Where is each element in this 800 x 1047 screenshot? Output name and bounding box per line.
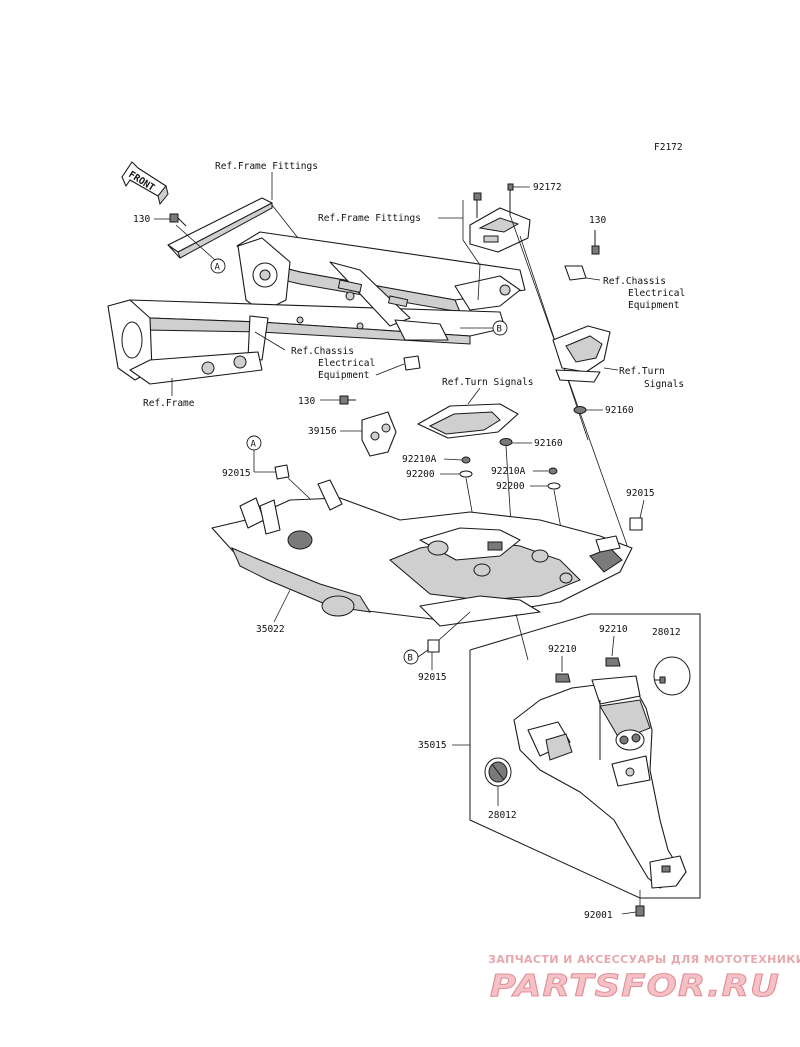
leader-long-right-2 — [519, 235, 589, 441]
watermark-tagline: ЗАПЧАСТИ И АКСЕССУАРЫ ДЛЯ МОТОТЕХНИКИ — [488, 953, 800, 966]
ref-chassis-right-2: Electrical — [628, 288, 685, 299]
bracket-39156 — [361, 411, 397, 457]
turn-signal-center — [417, 403, 519, 439]
callout-b-top: B — [492, 320, 508, 336]
front-arrow-icon: FRONT — [121, 161, 169, 206]
grommet-92015-bottom-icon — [427, 639, 440, 653]
ref-turn-right-1: Ref.Turn — [619, 366, 665, 377]
nut-92210-left-icon — [555, 673, 571, 683]
part-130-right: 130 — [589, 215, 606, 226]
leader-chassis-left — [254, 331, 286, 351]
leader-turn-right — [603, 367, 619, 371]
ref-frame-fittings-right: Ref.Frame Fittings — [318, 213, 421, 224]
nut-92210a-right-icon — [548, 467, 558, 475]
nut-92160-center-icon — [499, 438, 513, 446]
bolt-130-right-icon — [591, 230, 600, 255]
callout-a-left: A — [246, 435, 262, 451]
part-92001: 92001 — [584, 910, 613, 921]
rear-fender-35015 — [513, 675, 687, 889]
rear-subframe — [107, 231, 526, 385]
svg-text:A: A — [215, 263, 221, 273]
part-92210-right: 92210 — [599, 624, 628, 635]
washer-92200-left-icon — [459, 470, 473, 478]
leader-35022 — [273, 589, 291, 623]
nut-92210a-left-icon — [461, 456, 471, 464]
inner-rear-fender-35022 — [211, 479, 633, 627]
bolt-92001-icon — [635, 905, 645, 917]
grommet-92015-left-icon — [274, 464, 290, 480]
leader-into-group — [515, 613, 529, 661]
part-130-left: 130 — [133, 214, 150, 225]
part-92210a-left: 92210A — [402, 454, 437, 465]
part-92210a-right: 92210A — [491, 466, 526, 477]
rear-fitting-bracket — [469, 207, 531, 253]
leader-92210-right — [611, 635, 615, 657]
part-92015-bottom: 92015 — [418, 672, 447, 683]
leader-frame-fittings-right-2 — [462, 239, 481, 301]
screw-92172-icon — [507, 183, 530, 215]
connector-clip-center — [403, 355, 421, 371]
group-frame-35015 — [469, 613, 701, 899]
leader-92015-bottom-up — [438, 611, 471, 641]
svg-text:B: B — [408, 654, 413, 664]
leader-chassis-right — [585, 277, 601, 281]
part-92200-left: 92200 — [406, 469, 435, 480]
callout-a-top: A — [210, 258, 226, 274]
rear-bracket-plate — [167, 197, 273, 259]
svg-text:A: A — [251, 440, 257, 450]
part-28012-right: 28012 — [652, 627, 681, 638]
leader-92001 — [621, 911, 637, 915]
leader-92015-right — [639, 499, 645, 519]
part-35022: 35022 — [256, 624, 285, 635]
grommet-92015-right-icon — [629, 517, 643, 531]
part-92015-left: 92015 — [222, 468, 251, 479]
bolt-130-bottom-icon — [320, 395, 356, 405]
ref-chassis-left-1: Ref.Chassis — [291, 346, 354, 357]
ref-chassis-right-1: Ref.Chassis — [603, 276, 666, 287]
ref-frame: Ref.Frame — [143, 398, 195, 409]
ref-turn-right-2: Signals — [644, 379, 684, 390]
part-92210-left: 92210 — [548, 644, 577, 655]
callout-b-bottom: B — [403, 649, 419, 665]
turn-signal-right — [552, 325, 611, 383]
watermark-logo: PARTSFOR.RU — [490, 969, 780, 1004]
nut-92210-right-icon — [605, 657, 621, 667]
figure-code: F2172 — [654, 142, 683, 153]
svg-text:B: B — [497, 325, 502, 335]
ref-chassis-right-3: Equipment — [628, 300, 679, 311]
ref-turn-center: Ref.Turn Signals — [442, 377, 534, 388]
part-28012-left: 28012 — [488, 810, 517, 821]
part-92200-right: 92200 — [496, 481, 525, 492]
ref-chassis-left-3: Equipment — [318, 370, 369, 381]
bolt-130-left-icon — [169, 213, 187, 227]
nut-92160-right-icon — [573, 406, 587, 414]
leader-long-right — [509, 214, 629, 549]
part-92015-right: 92015 — [626, 488, 655, 499]
part-92160-center: 92160 — [534, 438, 563, 449]
part-92172: 92172 — [533, 182, 562, 193]
part-130-bottom: 130 — [298, 396, 315, 407]
part-92160-right: 92160 — [605, 405, 634, 416]
washer-92200-right-icon — [547, 482, 561, 490]
leader-92210a-left — [443, 458, 463, 461]
ref-frame-fittings-left: Ref.Frame Fittings — [215, 161, 318, 172]
leader-frame-fittings-right — [438, 200, 464, 240]
ref-chassis-left-2: Electrical — [318, 358, 375, 369]
leader-b-bottom — [417, 649, 429, 658]
reflector-28012-right — [653, 656, 691, 696]
part-39156: 39156 — [308, 426, 337, 437]
leader-chassis-left-2 — [375, 363, 405, 376]
reflector-28012-left — [484, 757, 512, 787]
connector-clip-right — [564, 265, 587, 281]
leader-turn-center — [467, 387, 481, 405]
bolt-frame-fittings-icon — [473, 192, 482, 218]
part-35015: 35015 — [418, 740, 447, 751]
leader-bolt-a — [175, 224, 216, 261]
